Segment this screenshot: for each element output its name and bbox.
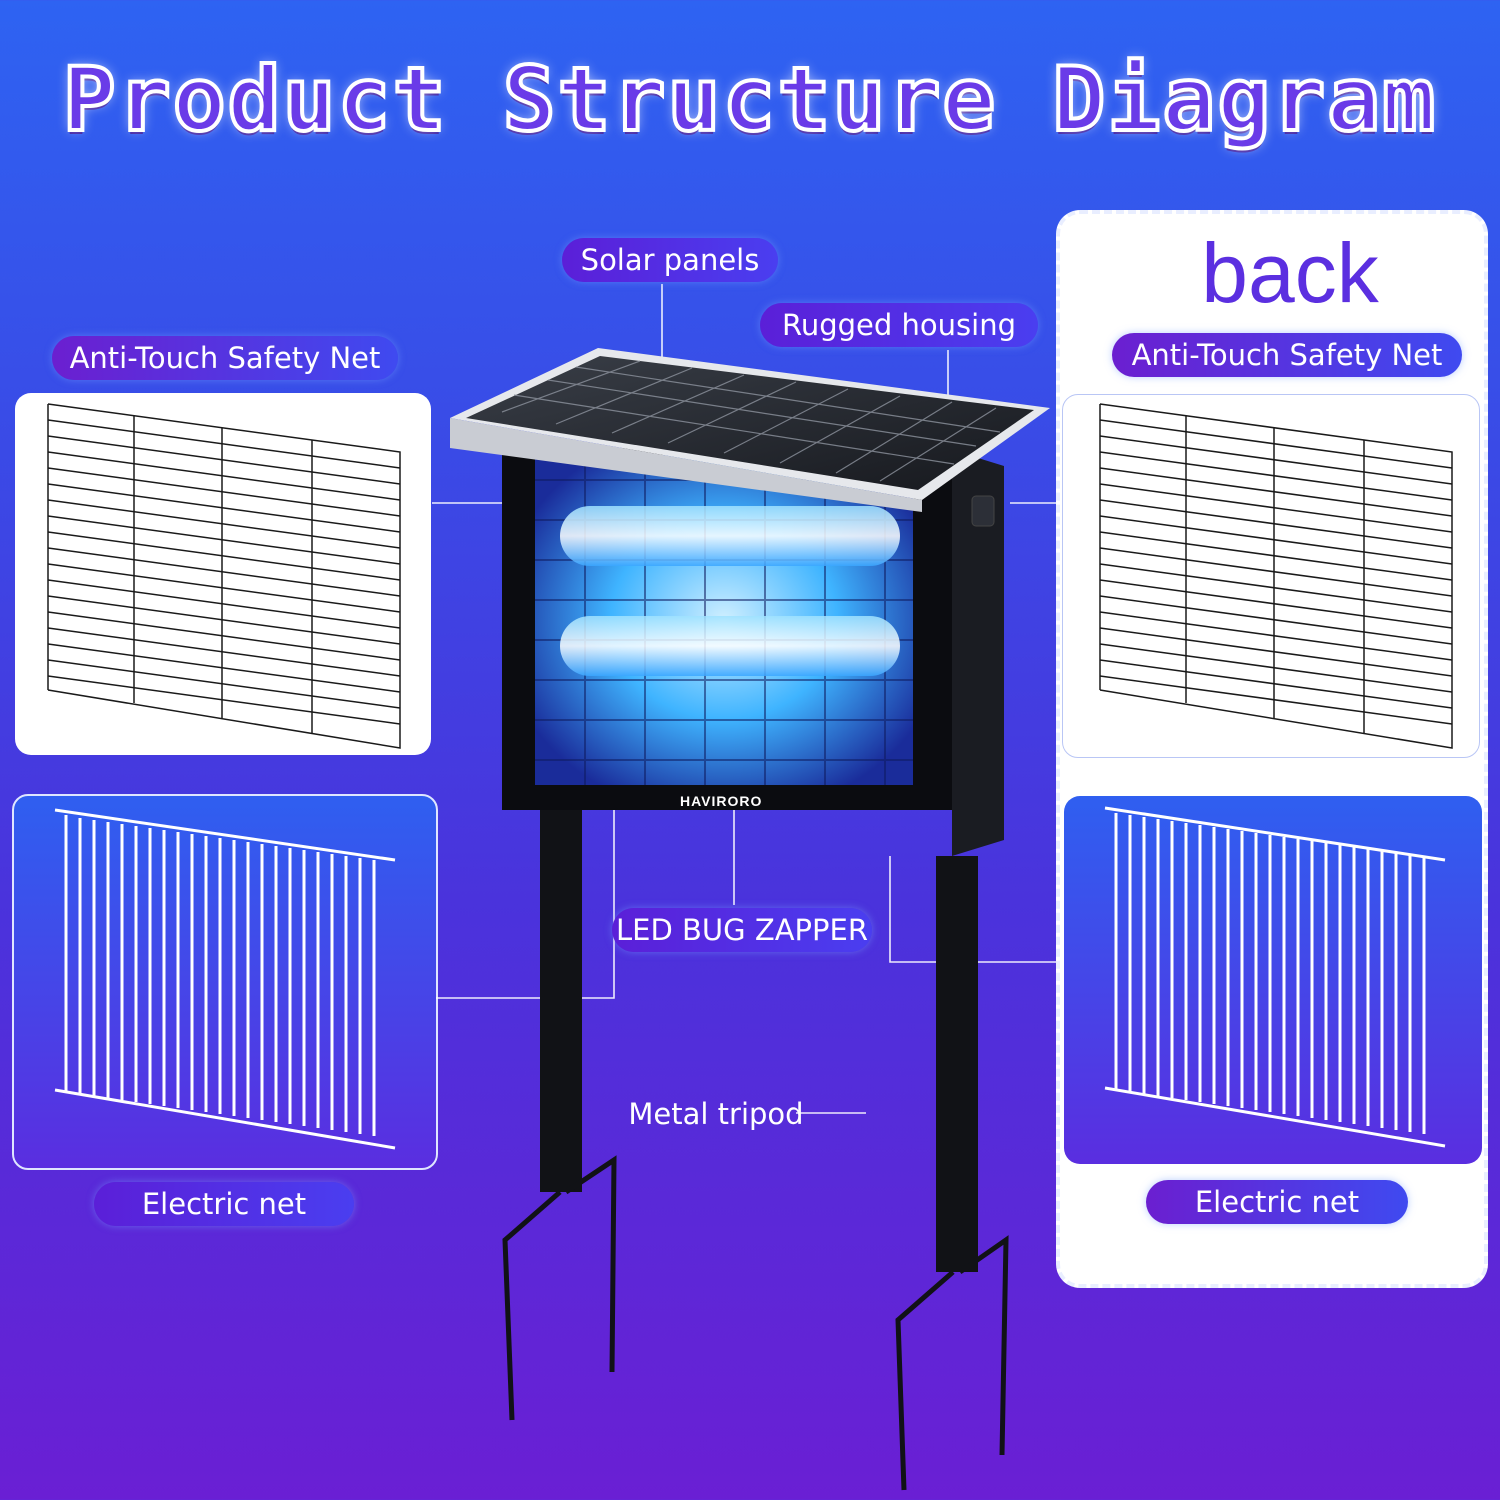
label-led-bug-zapper: LED BUG ZAPPER <box>612 908 872 952</box>
label-metal-tripod: Metal tripod <box>628 1097 804 1131</box>
solar-panel <box>450 348 1050 512</box>
label-electric-net-right: Electric net <box>1146 1180 1408 1224</box>
rugged-housing <box>502 448 1004 856</box>
electric-net-illustration-right <box>1104 806 1446 1148</box>
electric-net-illustration-left <box>54 808 396 1150</box>
metal-tripod-legs <box>502 782 1009 1491</box>
anti-touch-net-illustration-right <box>1099 403 1453 749</box>
anti-touch-net-panel-left <box>15 393 431 755</box>
label-anti-touch-net-right: Anti-Touch Safety Net <box>1112 333 1462 377</box>
anti-touch-net-illustration-left <box>47 403 401 749</box>
page-title: Product Structure Diagram <box>61 46 1438 153</box>
label-electric-net-left: Electric net <box>94 1182 354 1226</box>
anti-touch-net-panel-right <box>1062 394 1480 758</box>
label-rugged-housing: Rugged housing <box>760 303 1038 347</box>
back-view-label: back <box>1201 226 1379 320</box>
label-anti-touch-net-left: Anti-Touch Safety Net <box>52 336 398 380</box>
brand-logo: HAVIRORO <box>680 793 763 809</box>
label-solar-panels: Solar panels <box>562 238 778 282</box>
electric-net-panel-right <box>1064 796 1482 1164</box>
